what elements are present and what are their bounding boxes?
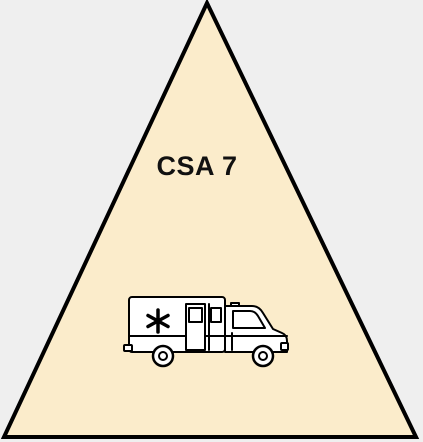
- area-label: CSA 7: [156, 151, 238, 181]
- ambulance-icon: [123, 296, 289, 368]
- star-of-life-icon: [146, 308, 170, 334]
